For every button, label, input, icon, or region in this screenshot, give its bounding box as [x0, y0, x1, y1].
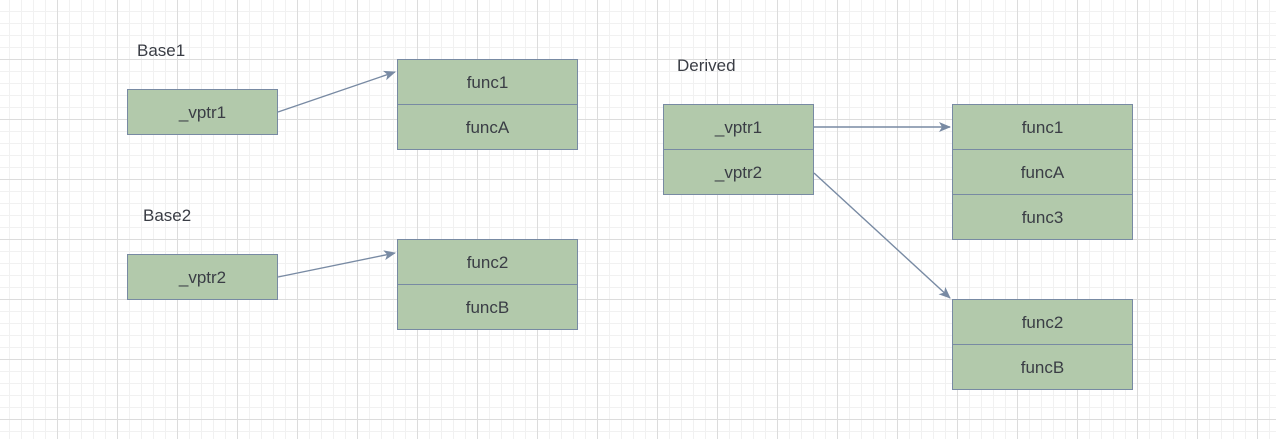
- derived-vtable2-entry-text: func2: [1021, 312, 1064, 332]
- derived-vptr2-box: _vptr2: [663, 149, 814, 195]
- base1-label: Base1: [137, 41, 186, 60]
- derived-vtable1-entry-text: func1: [1021, 117, 1064, 137]
- base1-vtable-entry-text: func1: [466, 72, 509, 92]
- derived-label: Derived: [677, 56, 736, 75]
- derived-vptr2-text: _vptr2: [714, 162, 763, 182]
- base2-vtable-entry-text: func2: [466, 252, 509, 272]
- derived-vtable1-entry-text: func3: [1021, 207, 1064, 227]
- derived-vtable2-entry: funcB: [952, 344, 1133, 390]
- base2-vptr-arrow: [277, 250, 396, 278]
- derived-vtable2-entry-text: funcB: [1020, 357, 1065, 377]
- derived-vtable1-entry: func3: [952, 194, 1133, 240]
- base2-vptr-text: _vptr2: [178, 267, 227, 287]
- derived-vtable1-entry-text: funcA: [1020, 162, 1065, 182]
- base1-vptr-arrow: [277, 70, 396, 113]
- base2-vtable-entry-text: funcB: [465, 297, 510, 317]
- base2-vtable-entry: funcB: [397, 284, 578, 330]
- derived-vptr1-box: _vptr1: [663, 104, 814, 150]
- derived-vptr2-arrow: [813, 172, 951, 299]
- base1-vtable-entry: func1: [397, 59, 578, 105]
- derived-vtable1-entry: funcA: [952, 149, 1133, 195]
- derived-vptr1-text: _vptr1: [714, 117, 763, 137]
- base1-vptr-box: _vptr1: [127, 89, 278, 135]
- derived-vtable1-entry: func1: [952, 104, 1133, 150]
- base2-vtable-entry: func2: [397, 239, 578, 285]
- base2-label: Base2: [143, 206, 192, 225]
- base2-vptr-box: _vptr2: [127, 254, 278, 300]
- base1-vptr-text: _vptr1: [178, 102, 227, 122]
- base1-vtable-entry-text: funcA: [465, 117, 510, 137]
- derived-vtable2-entry: func2: [952, 299, 1133, 345]
- base1-vtable-entry: funcA: [397, 104, 578, 150]
